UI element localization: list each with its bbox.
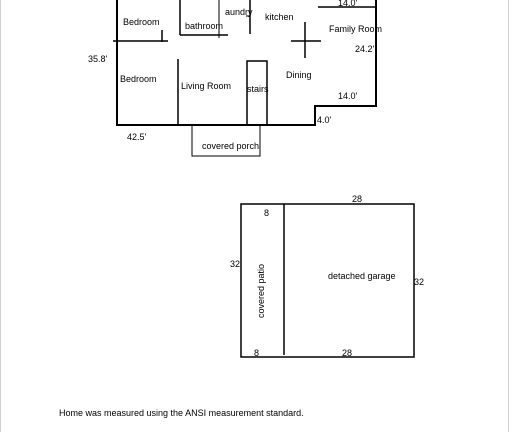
room-label-bedroom-1: Bedroom [123, 17, 160, 27]
porch-label: covered porch [202, 141, 259, 151]
room-label-laundry: aundry [225, 7, 253, 17]
room-label-stairs: stairs [247, 84, 269, 94]
garage-label: detached garage [328, 271, 396, 281]
dimension-offset: 4.0' [317, 115, 332, 125]
dimension-top-right: 14.0' [338, 0, 358, 8]
measurement-standard-note: Home was measured using the ANSI measure… [59, 408, 304, 418]
garage-plan-outline [240, 203, 415, 358]
garage-dimension-right: 32 [414, 277, 424, 287]
patio-label: covered patio [256, 264, 266, 318]
garage-dimension-bottom-patio: 8 [254, 348, 259, 358]
dimension-bottom: 42.5' [127, 132, 147, 142]
room-label-dining: Dining [286, 70, 312, 80]
dimension-bottom-right: 14.0' [338, 91, 358, 101]
room-label-family-room: Family Room [329, 24, 382, 34]
garage-dimension-bottom-garage: 28 [342, 348, 352, 358]
porch-outline [191, 125, 261, 157]
room-label-bedroom-2: Bedroom [120, 74, 157, 84]
room-label-bathroom: bathroom [185, 21, 223, 31]
garage-dimension-left: 32 [230, 259, 240, 269]
stairs-outline [246, 60, 268, 125]
dimension-right: 24.2' [355, 44, 375, 54]
garage-dimension-top-patio: 8 [264, 208, 269, 218]
house-outline [116, 0, 377, 126]
dimension-left: 35.8' [88, 54, 108, 64]
room-label-kitchen: kitchen [265, 12, 294, 22]
garage-dimension-top-garage: 28 [352, 194, 362, 204]
room-label-living-room: Living Room [181, 81, 231, 91]
